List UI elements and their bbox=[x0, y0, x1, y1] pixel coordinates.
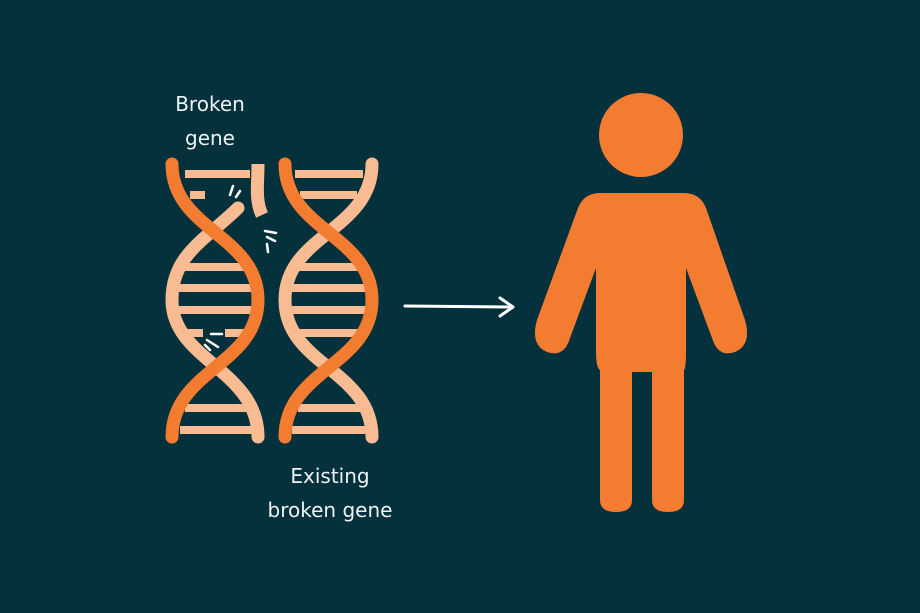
arrow-right-icon bbox=[403, 296, 515, 318]
strand-light bbox=[165, 201, 265, 444]
dna-helix-broken bbox=[165, 157, 278, 444]
broken-fragment bbox=[250, 163, 269, 218]
label-line: Broken bbox=[175, 92, 245, 116]
base-pairs bbox=[290, 170, 366, 434]
strand-dark bbox=[278, 157, 379, 444]
broken-gene-label: Broken gene bbox=[160, 87, 260, 155]
label-line: Existing bbox=[290, 464, 370, 488]
label-line: broken gene bbox=[267, 498, 393, 522]
label-line: gene bbox=[185, 126, 235, 150]
strand-light bbox=[278, 157, 379, 444]
existing-broken-gene-label: Existing broken gene bbox=[245, 459, 415, 527]
break-sparks-icon bbox=[203, 184, 278, 352]
dna-helix-existing bbox=[278, 157, 379, 444]
person-icon bbox=[534, 93, 748, 512]
strand-dark bbox=[165, 157, 265, 444]
